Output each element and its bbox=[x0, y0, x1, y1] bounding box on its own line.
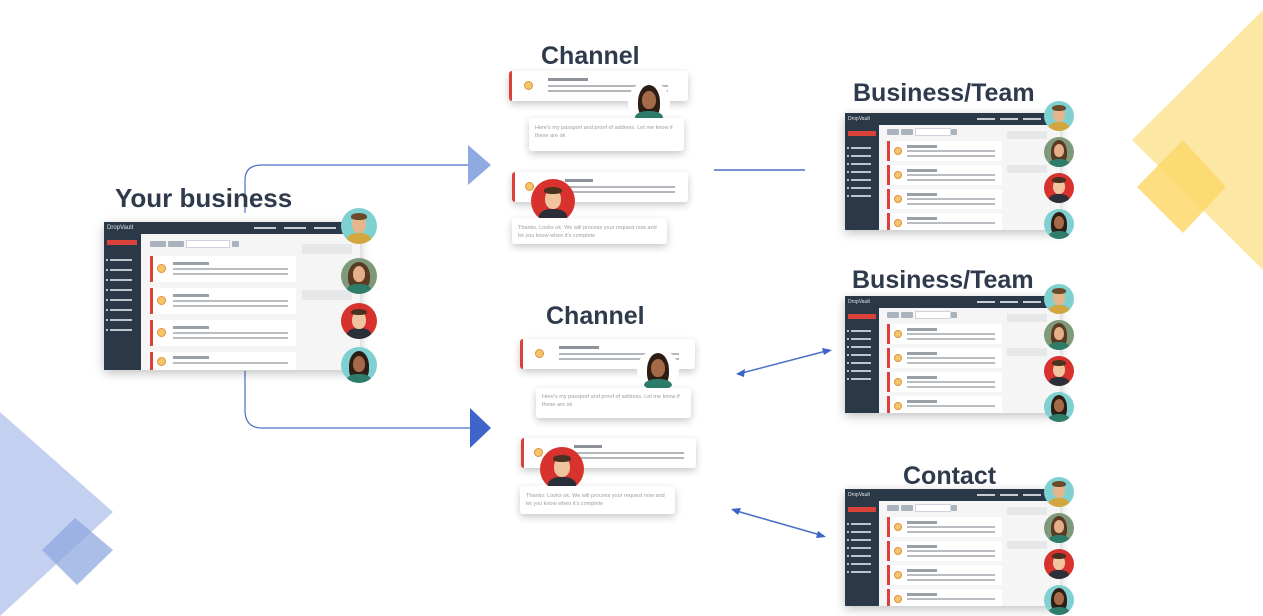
avatar-woman-dark-hair bbox=[341, 347, 377, 383]
avatar-man-suit bbox=[1044, 549, 1074, 579]
app-brand: DropVault bbox=[848, 116, 870, 122]
avatar-man-suit bbox=[341, 303, 377, 339]
avatar-woman-dark-hair bbox=[637, 349, 679, 391]
right-panel bbox=[1007, 314, 1047, 322]
arrowhead-middle-left bbox=[736, 369, 745, 377]
connector-bottom bbox=[244, 371, 470, 429]
avatar-woman-brunette bbox=[1044, 513, 1074, 543]
list-item bbox=[887, 372, 1002, 392]
avatar-woman-dark-hair bbox=[1044, 585, 1074, 615]
app-topbar: DropVault bbox=[845, 296, 1060, 308]
decor-yellow-diamond-small bbox=[1137, 140, 1226, 233]
avatar-woman-brunette bbox=[1044, 320, 1074, 350]
avatar-man-glasses bbox=[1044, 101, 1074, 131]
business-team-middle-app-window: DropVault bbox=[845, 296, 1060, 413]
list-item bbox=[887, 541, 1002, 561]
your-business-heading: Your business bbox=[115, 183, 293, 213]
arrowhead-contact-left bbox=[731, 508, 741, 515]
list-item bbox=[887, 348, 1002, 368]
avatar-man-suit bbox=[1044, 173, 1074, 203]
avatar-man-glasses bbox=[341, 208, 377, 244]
list-item bbox=[150, 256, 296, 282]
list-item bbox=[887, 517, 1002, 537]
message-text: Thanks. Looks ok. We will process your r… bbox=[526, 493, 665, 507]
list-item bbox=[887, 213, 1002, 230]
business-team-top-app-window: DropVault bbox=[845, 113, 1060, 230]
list-item bbox=[887, 141, 1002, 161]
avatar-man-glasses bbox=[1044, 284, 1074, 314]
app-topbar: DropVault bbox=[845, 489, 1060, 501]
app-sidebar bbox=[104, 234, 141, 370]
list-item bbox=[150, 352, 296, 370]
avatar-woman-dark-hair bbox=[628, 81, 670, 123]
arrowhead-contact-right bbox=[816, 531, 826, 538]
list-item bbox=[887, 324, 1002, 344]
decor-yellow-diamond bbox=[1132, 10, 1263, 270]
link-channel-business-middle bbox=[737, 349, 831, 375]
right-panel bbox=[1007, 131, 1047, 139]
channel-top-heading: Channel bbox=[541, 42, 640, 70]
right-panel bbox=[1007, 507, 1047, 515]
avatar-man-suit bbox=[531, 179, 575, 223]
list-item bbox=[887, 165, 1002, 185]
contact-heading: Contact bbox=[903, 462, 997, 490]
avatar-woman-dark-hair bbox=[1044, 209, 1074, 239]
list-item bbox=[150, 288, 296, 314]
channel-bottom-reply-bubble: Here's my passport and proof of address.… bbox=[536, 388, 691, 418]
decor-blue-diamond-small bbox=[42, 518, 113, 585]
business-team-middle-heading: Business/Team bbox=[852, 266, 1034, 294]
business-team-top-heading: Business/Team bbox=[853, 79, 1035, 107]
avatar-man-glasses bbox=[1044, 477, 1074, 507]
app-sidebar bbox=[845, 308, 879, 413]
avatar bbox=[525, 182, 534, 191]
link-channel-contact bbox=[732, 509, 825, 537]
app-sidebar bbox=[845, 501, 879, 606]
list-item bbox=[887, 589, 1002, 606]
avatar bbox=[535, 349, 544, 358]
list-item bbox=[887, 396, 1002, 413]
message-text: Thanks. Looks ok. We will process your r… bbox=[518, 225, 657, 239]
channel-top-reply-bubble: Here's my passport and proof of address.… bbox=[529, 118, 684, 151]
channel-bottom-response-bubble: Thanks. Looks ok. We will process your r… bbox=[520, 486, 675, 514]
app-topbar: DropVault bbox=[104, 222, 360, 234]
arrowhead-top bbox=[468, 145, 491, 185]
avatar-man-suit bbox=[1044, 356, 1074, 386]
list-item bbox=[887, 565, 1002, 585]
app-brand: DropVault bbox=[107, 225, 134, 231]
list-item bbox=[887, 189, 1002, 209]
connector-top bbox=[244, 164, 468, 213]
message-text: Here's my passport and proof of address.… bbox=[535, 125, 673, 139]
avatar-woman-brunette bbox=[1044, 137, 1074, 167]
contact-app-window: DropVault bbox=[845, 489, 1060, 606]
arrowhead-middle-right bbox=[822, 348, 832, 355]
list-item bbox=[150, 320, 296, 346]
arrowhead-bottom bbox=[470, 408, 491, 448]
avatar-woman-brunette bbox=[341, 258, 377, 294]
channel-bottom-heading: Channel bbox=[546, 302, 645, 330]
avatar bbox=[524, 81, 533, 90]
app-sidebar bbox=[845, 125, 879, 230]
app-brand: DropVault bbox=[848, 299, 870, 305]
decor-blue-diamond bbox=[0, 412, 113, 616]
app-brand: DropVault bbox=[848, 492, 870, 498]
avatar-man-suit bbox=[540, 447, 584, 491]
channel-top-response-bubble: Thanks. Looks ok. We will process your r… bbox=[512, 218, 667, 244]
right-panel bbox=[302, 244, 352, 254]
message-text: Here's my passport and proof of address.… bbox=[542, 394, 680, 408]
avatar bbox=[534, 448, 543, 457]
your-business-app-window: DropVault bbox=[104, 222, 360, 370]
app-topbar: DropVault bbox=[845, 113, 1060, 125]
avatar-woman-dark-hair bbox=[1044, 392, 1074, 422]
